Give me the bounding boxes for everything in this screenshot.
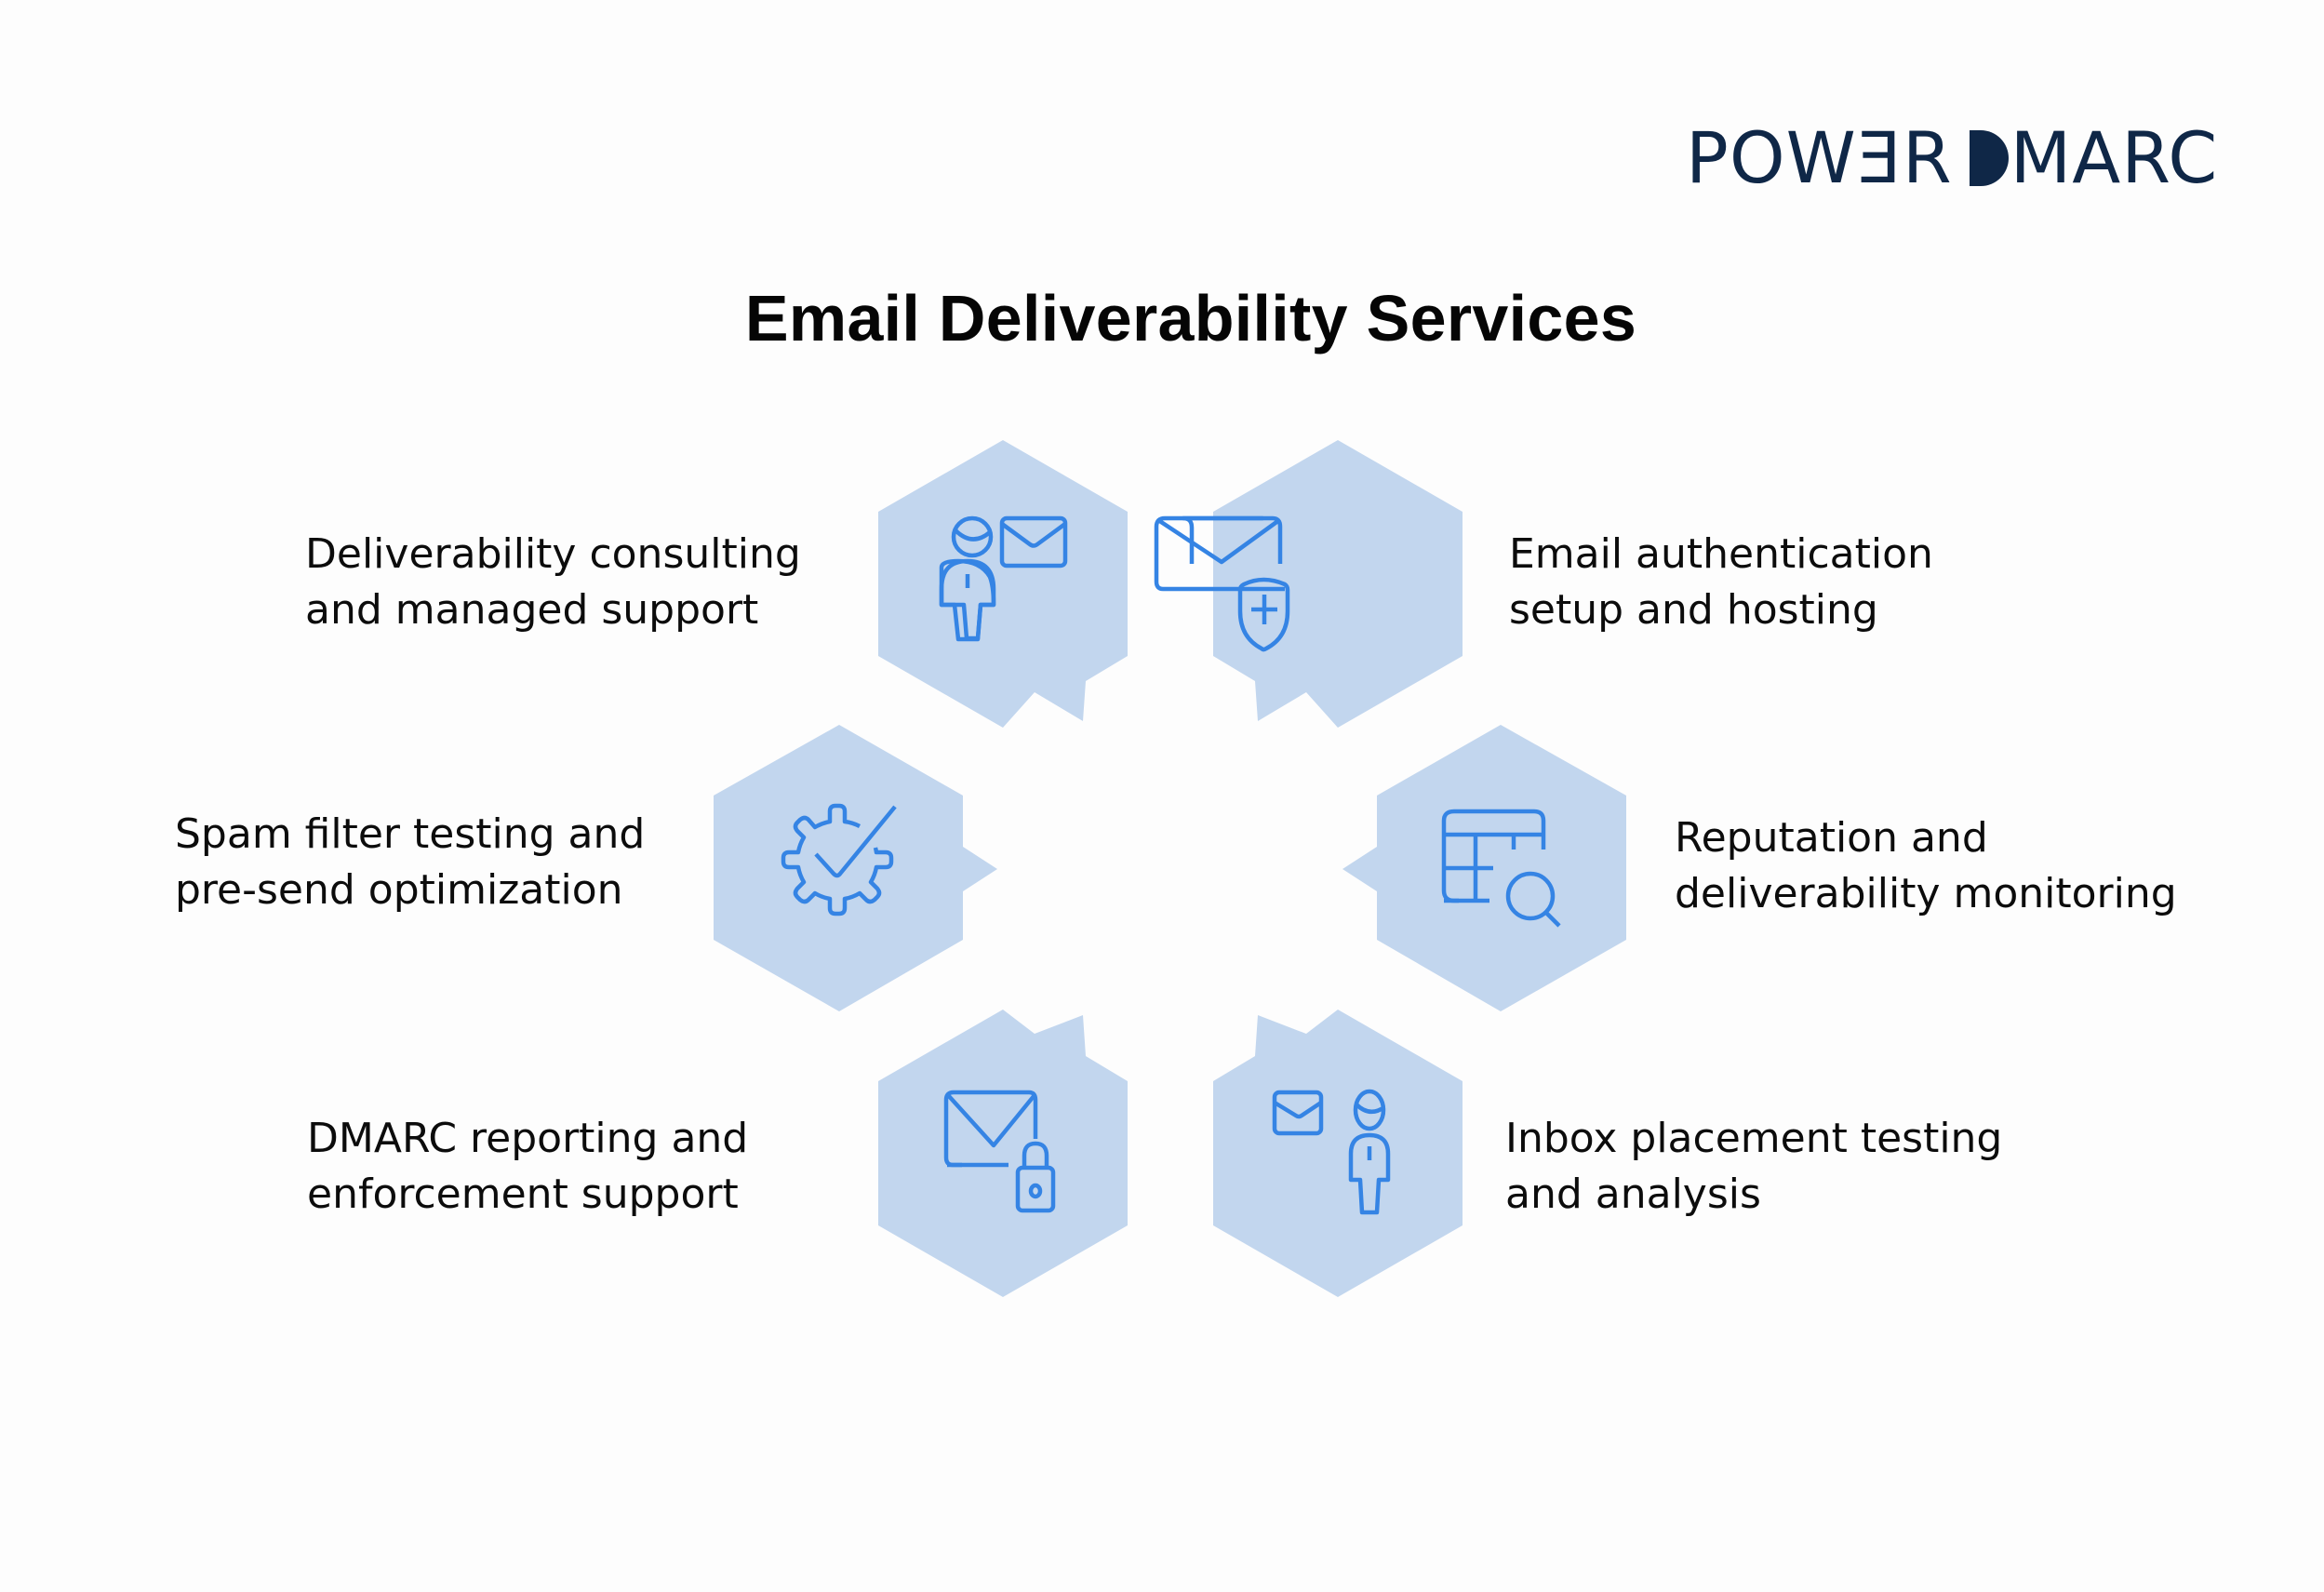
logo-text-r: R [1902,116,1953,199]
label-dmarc-reporting-line1: DMARC reporting and [307,1115,749,1162]
label-authentication-line2: setup and hosting [1509,586,1878,634]
label-consulting: Deliverability consulting and managed su… [305,527,801,638]
label-inbox-placement-line2: and analysis [1505,1171,1761,1218]
gear-check-icon [781,803,897,916]
hexagon-inbox-placement [1213,1010,1463,1297]
label-authentication: Email authentication setup and hosting [1509,527,1933,638]
hexagon-authentication [1213,440,1463,728]
label-dmarc-reporting: DMARC reporting and enforcement support [307,1111,748,1223]
label-inbox-placement: Inbox placement testing and analysis [1505,1111,2002,1223]
label-monitoring: Reputation and deliverability monitoring [1675,810,2177,922]
page-title: Email Deliverability Services [744,282,1637,355]
person-envelope-icon [939,515,1068,642]
label-authentication-line1: Email authentication [1509,530,1933,578]
label-monitoring-line2: deliverability monitoring [1675,870,2177,917]
label-consulting-line1: Deliverability consulting [305,530,801,578]
envelope-person-icon [1272,1089,1391,1215]
label-dmarc-reporting-line2: enforcement support [307,1171,739,1218]
table-search-icon [1441,809,1561,928]
label-spam-testing: Spam filter testing and pre-send optimiz… [175,807,645,918]
label-inbox-placement-line1: Inbox placement testing [1505,1115,2003,1162]
logo-text-marc: MARC [2010,116,2219,199]
label-spam-testing-line2: pre-send optimization [175,866,623,914]
label-spam-testing-line1: Spam filter testing and [175,810,646,858]
hexagon-spam-testing [714,725,997,1011]
envelope-shield-icon [1154,515,1290,652]
label-consulting-line2: and managed support [305,586,759,634]
logo-text-e: Ǝ [1856,116,1903,199]
envelope-lock-icon [943,1090,1056,1213]
hexagon-dmarc-reporting [878,1010,1128,1297]
logo-text-pow: POW [1686,116,1857,199]
label-monitoring-line1: Reputation and [1675,814,1988,862]
hexagon-consulting [878,440,1128,728]
